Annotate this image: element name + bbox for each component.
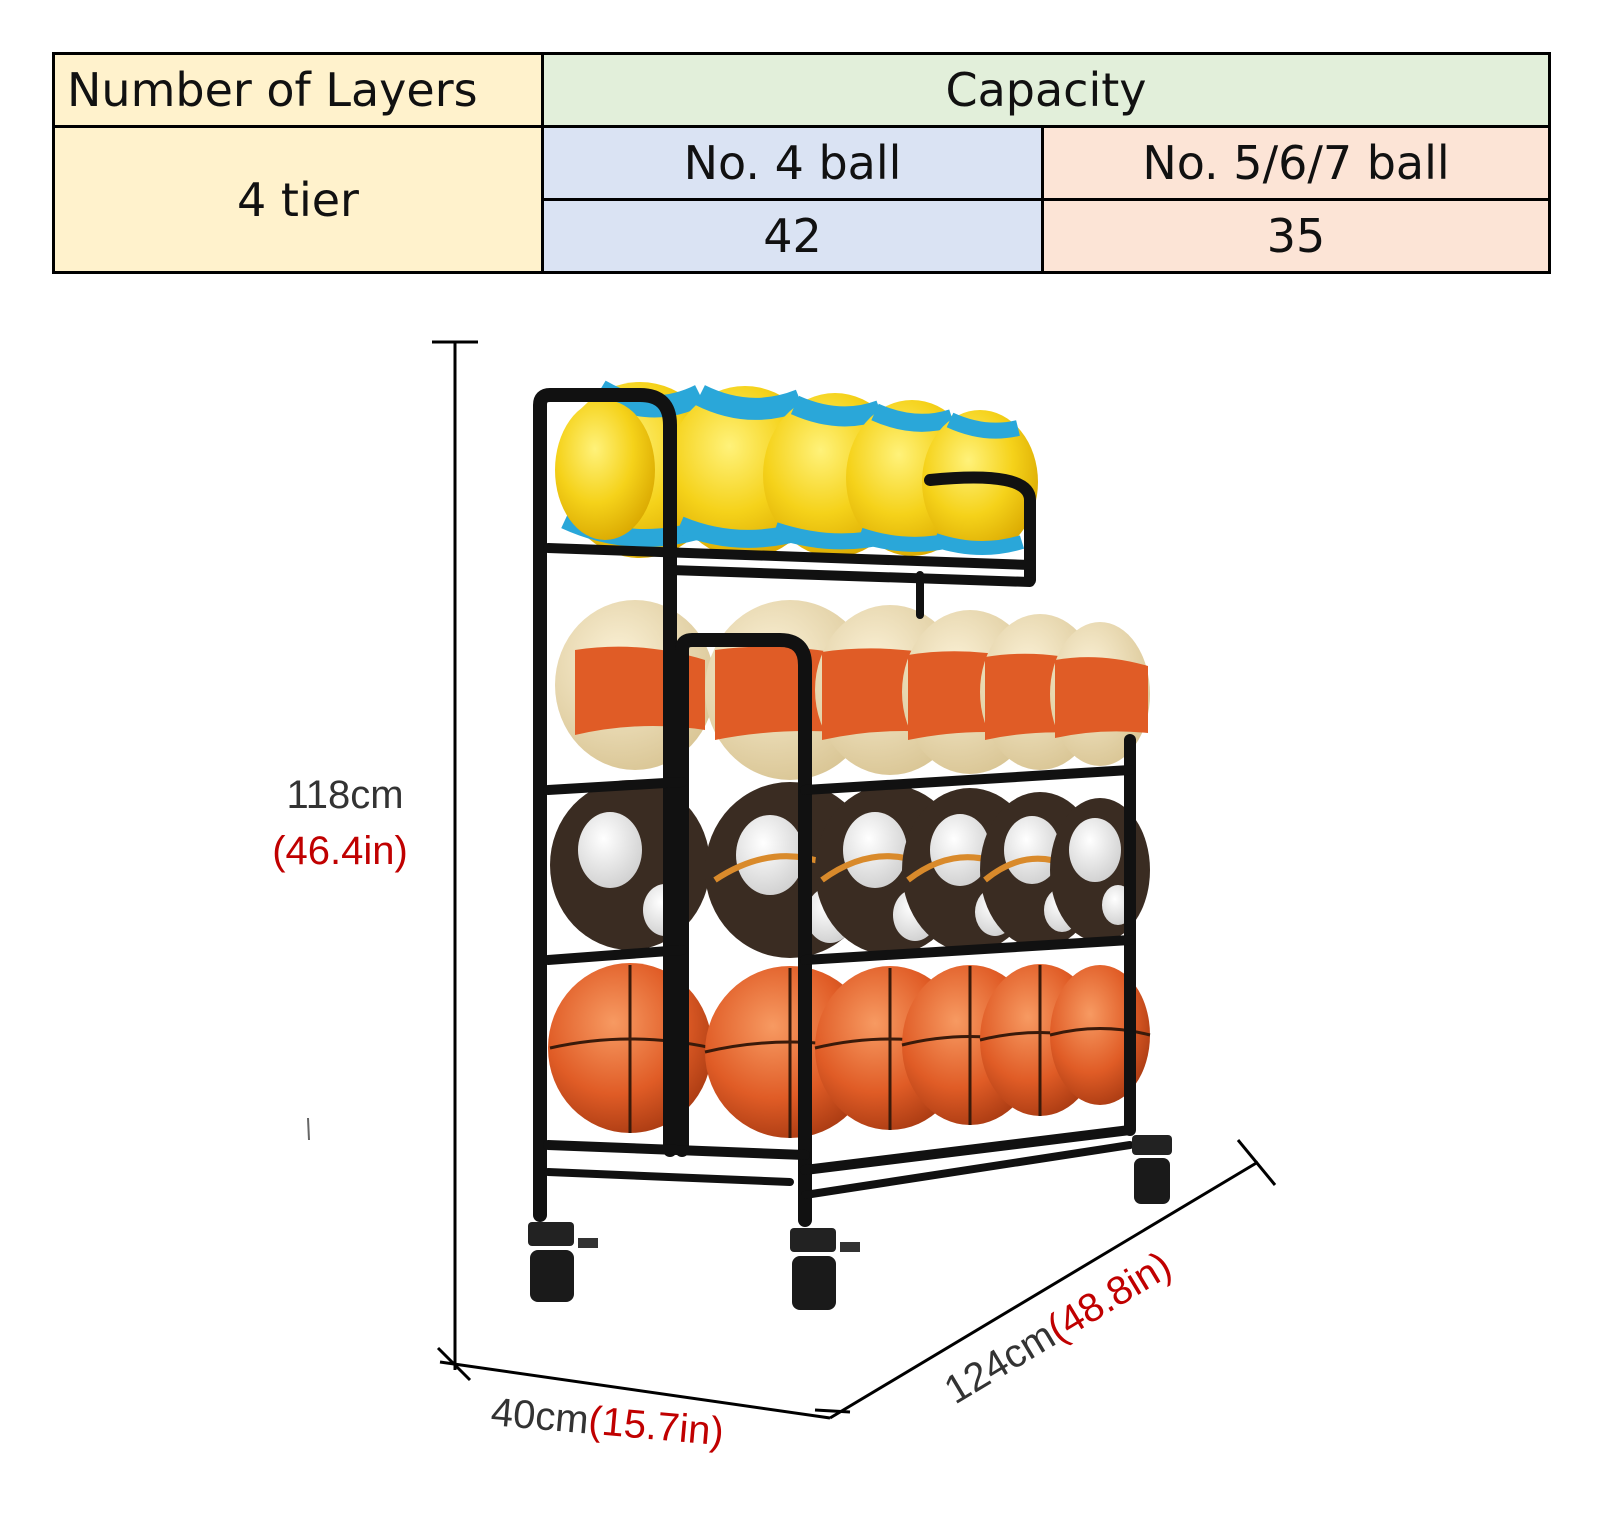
tier-2-basketballs	[555, 600, 1150, 780]
capacity-value-2: 35	[1266, 209, 1326, 263]
rack-frame	[533, 388, 1136, 1227]
height-dimension-line	[432, 340, 478, 1370]
capacity-cell-1: 42	[541, 198, 1044, 274]
capacity-cell-2: 35	[1041, 198, 1551, 274]
capacity-header-cell: Capacity	[541, 52, 1551, 128]
ball-type-cell-1: No. 4 ball	[541, 125, 1044, 201]
tier-4-basketballs	[548, 963, 1151, 1138]
layers-value: 4 tier	[237, 172, 359, 227]
ball-rack-drawing: 118cm (46.4in) 40cm(15.7in) 124cm(48.8in…	[272, 340, 1277, 1454]
tier-1-volleyballs	[555, 380, 1038, 558]
tier-3-soccer-balls	[550, 780, 1150, 958]
capacity-value-1: 42	[763, 209, 822, 263]
caster-wheel-icon	[528, 1222, 598, 1302]
basketball-icon	[1050, 622, 1150, 766]
height-imperial-label: (46.4in)	[272, 829, 408, 873]
volleyball-icon	[555, 400, 655, 540]
table-row: 42 35	[54, 198, 1551, 274]
caster-wheel-icon	[1132, 1135, 1172, 1204]
width-imperial-label: (48.8in)	[1040, 1243, 1179, 1351]
depth-dimension-line	[436, 1346, 851, 1420]
table-row: Number of Layers Capacity	[52, 52, 1551, 128]
capacity-header-label: Capacity	[945, 63, 1147, 117]
stray-mark	[307, 1117, 310, 1141]
basketball-icon	[555, 600, 715, 770]
ball-type-label-2: No. 5/6/7 ball	[1142, 136, 1450, 190]
depth-imperial-label: (15.7in)	[587, 1399, 726, 1455]
table-row: 4 tier No. 4 ball No. 5/6/7 ball	[52, 125, 1551, 274]
ball-type-cell-2: No. 5/6/7 ball	[1041, 125, 1551, 201]
layers-header-cell: Number of Layers	[52, 52, 544, 128]
ball-type-label-1: No. 4 ball	[683, 136, 902, 190]
caster-wheel-icon	[790, 1228, 860, 1310]
capacity-table: Number of Layers Capacity 4 tier No. 4 b…	[52, 52, 1551, 274]
layers-value-cell: 4 tier	[52, 125, 544, 274]
width-metric-label: 124cm	[937, 1313, 1063, 1413]
layers-header-label: Number of Layers	[67, 63, 478, 117]
depth-metric-label: 40cm	[489, 1390, 590, 1442]
width-dimension-line	[829, 1139, 1277, 1420]
depth-label: 40cm(15.7in)	[489, 1390, 725, 1454]
width-label: 124cm(48.8in)	[937, 1243, 1179, 1412]
height-metric-label: 118cm	[286, 773, 403, 817]
